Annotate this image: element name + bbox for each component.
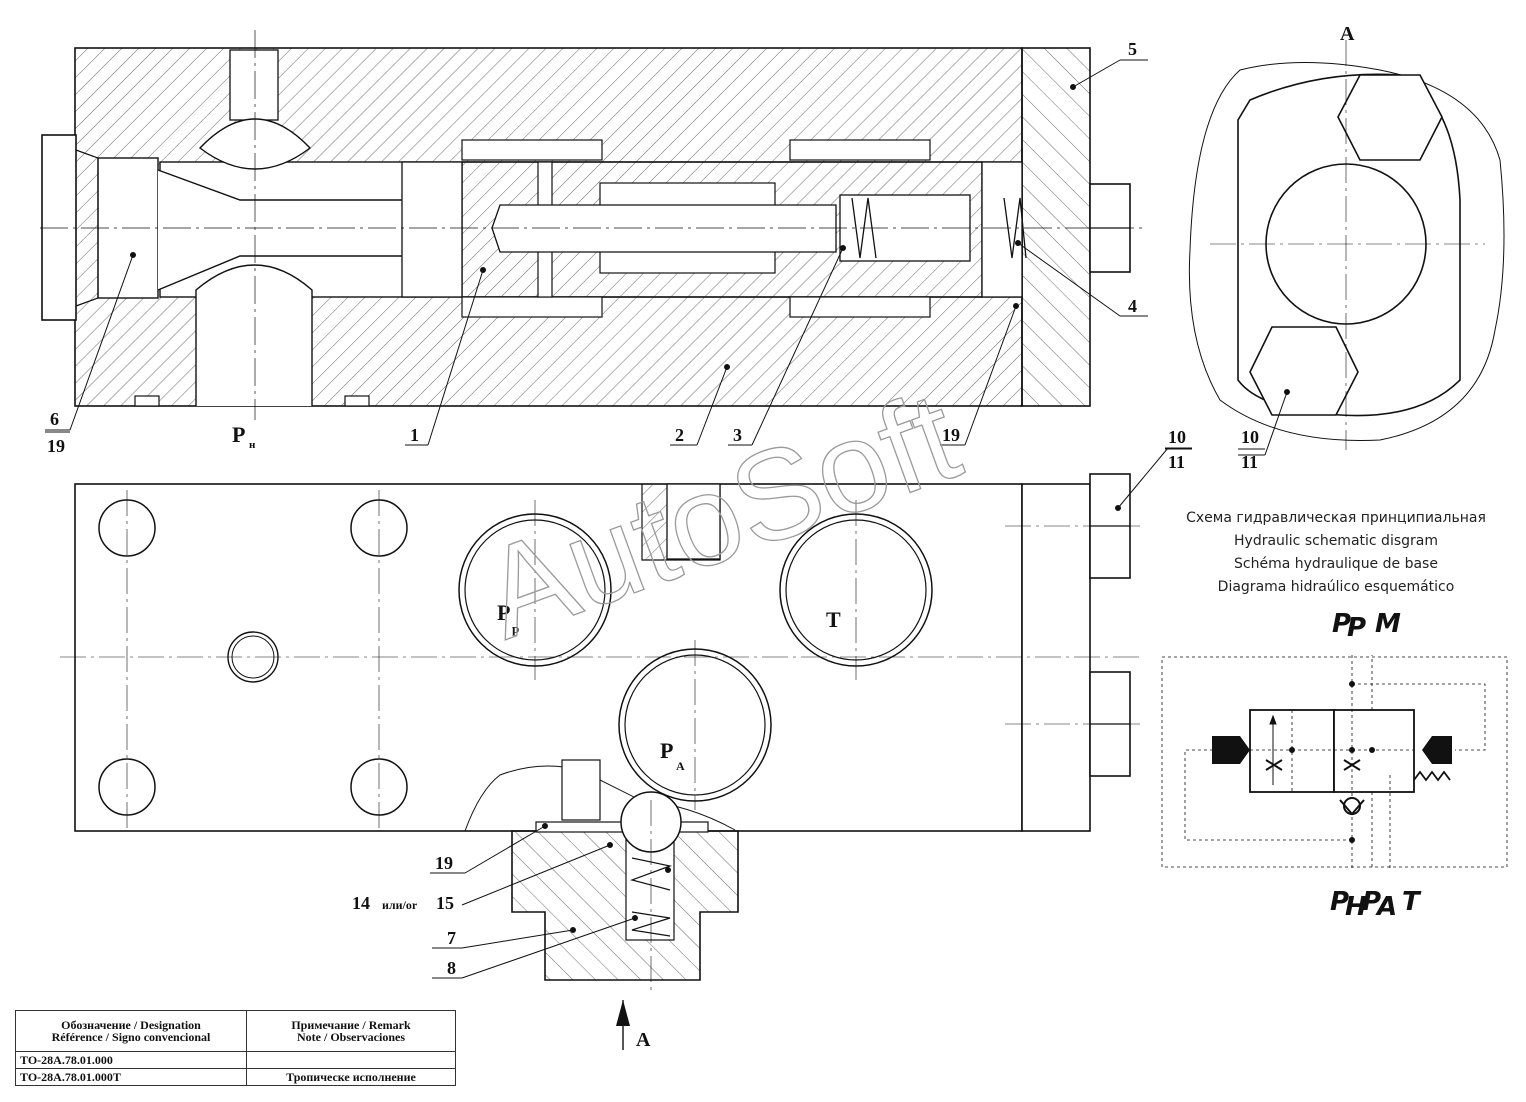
spec-header-designation-line1: Обозначение / Designation <box>61 1018 201 1032</box>
port-pp-sub: р <box>512 621 519 636</box>
schematic-port-t: T <box>1402 887 1422 917</box>
callout-leaders-top <box>45 59 1148 446</box>
spec-row-remark: Тропическе исполнение <box>246 1068 456 1086</box>
callout-1: 1 <box>410 425 419 445</box>
schematic-ports: P P M P H P A T <box>1330 609 1422 922</box>
port-pp-label: P <box>497 600 510 625</box>
spec-row: ТО-28А.78.01.000 <box>15 1051 456 1069</box>
callout-10-b: 10 <box>1241 427 1259 447</box>
callout-10-a: 10 <box>1168 427 1186 447</box>
arrow-a-label: A <box>636 1029 651 1051</box>
callout-3: 3 <box>733 425 742 445</box>
callout-14: 14 <box>352 893 370 913</box>
callout-labels: 5 4 6 19 1 2 3 19 10 11 10 11 19 14 или/… <box>45 39 1265 978</box>
schematic-port-m: M <box>1375 609 1401 639</box>
spec-row-remark <box>246 1051 456 1069</box>
spec-row-designation: ТО-28А.78.01.000Т <box>15 1068 247 1086</box>
section-view <box>40 30 1145 420</box>
callout-4: 4 <box>1128 296 1137 316</box>
schematic-title-es: Diagrama hidraúlico esquemático <box>1218 579 1455 595</box>
port-labels: P н P р T P A A A <box>232 23 1355 1051</box>
schematic-port-pa: P <box>1362 887 1381 917</box>
port-p-main-sub: н <box>249 439 256 451</box>
port-p-main-label: P <box>232 422 245 447</box>
view-a-title: A <box>1340 23 1355 45</box>
schematic-titles: Схема гидравлическая принципиальная Hydr… <box>1186 510 1486 595</box>
schematic-port-ph-sub: H <box>1345 892 1367 922</box>
callout-15: 15 <box>436 893 454 913</box>
spec-header-remark-line1: Примечание / Remark <box>291 1018 411 1032</box>
spec-header-remark-line2: Note / Observaciones <box>297 1030 405 1044</box>
callout-11-b: 11 <box>1241 452 1258 472</box>
schematic-port-ph: P <box>1330 887 1349 917</box>
spec-header-designation-line2: Référence / Signo convencional <box>51 1030 211 1044</box>
callout-5: 5 <box>1128 39 1137 59</box>
port-pa-sub: A <box>676 759 685 773</box>
spec-header-designation: Обозначение / Designation Référence / Si… <box>15 1010 247 1052</box>
port-pa-label: P <box>660 738 673 763</box>
callout-19-top: 19 <box>942 425 960 445</box>
callout-2: 2 <box>675 425 684 445</box>
callout-or: или/or <box>382 898 418 912</box>
callout-11-a: 11 <box>1168 452 1185 472</box>
spec-row: ТО-28А.78.01.000Т Тропическе исполнение <box>15 1068 456 1086</box>
schematic-title-fr: Schéma hydraulique de base <box>1234 556 1438 572</box>
schematic-title-ru: Схема гидравлическая принципиальная <box>1186 510 1486 526</box>
spec-table: Обозначение / Designation Référence / Si… <box>15 1010 456 1086</box>
spec-header-remark: Примечание / Remark Note / Observaciones <box>246 1010 456 1052</box>
view-a <box>1188 40 1505 456</box>
plan-view <box>60 473 1140 1050</box>
spec-row-designation: ТО-28А.78.01.000 <box>15 1051 247 1069</box>
schematic-title-en: Hydraulic schematic disgram <box>1234 533 1438 549</box>
callout-19-low: 19 <box>435 853 453 873</box>
schematic-port-pa-sub: A <box>1375 892 1397 922</box>
callout-8: 8 <box>447 958 456 978</box>
callout-7: 7 <box>447 928 456 948</box>
schematic-port-p: P <box>1332 609 1351 639</box>
callout-leaders-bottom <box>430 447 1192 979</box>
schematic-port-p-sub: P <box>1347 613 1366 643</box>
callout-6: 6 <box>50 409 59 429</box>
port-t-label: T <box>826 607 841 632</box>
hydraulic-schematic <box>1161 655 1508 870</box>
callout-19-left: 19 <box>47 436 65 456</box>
